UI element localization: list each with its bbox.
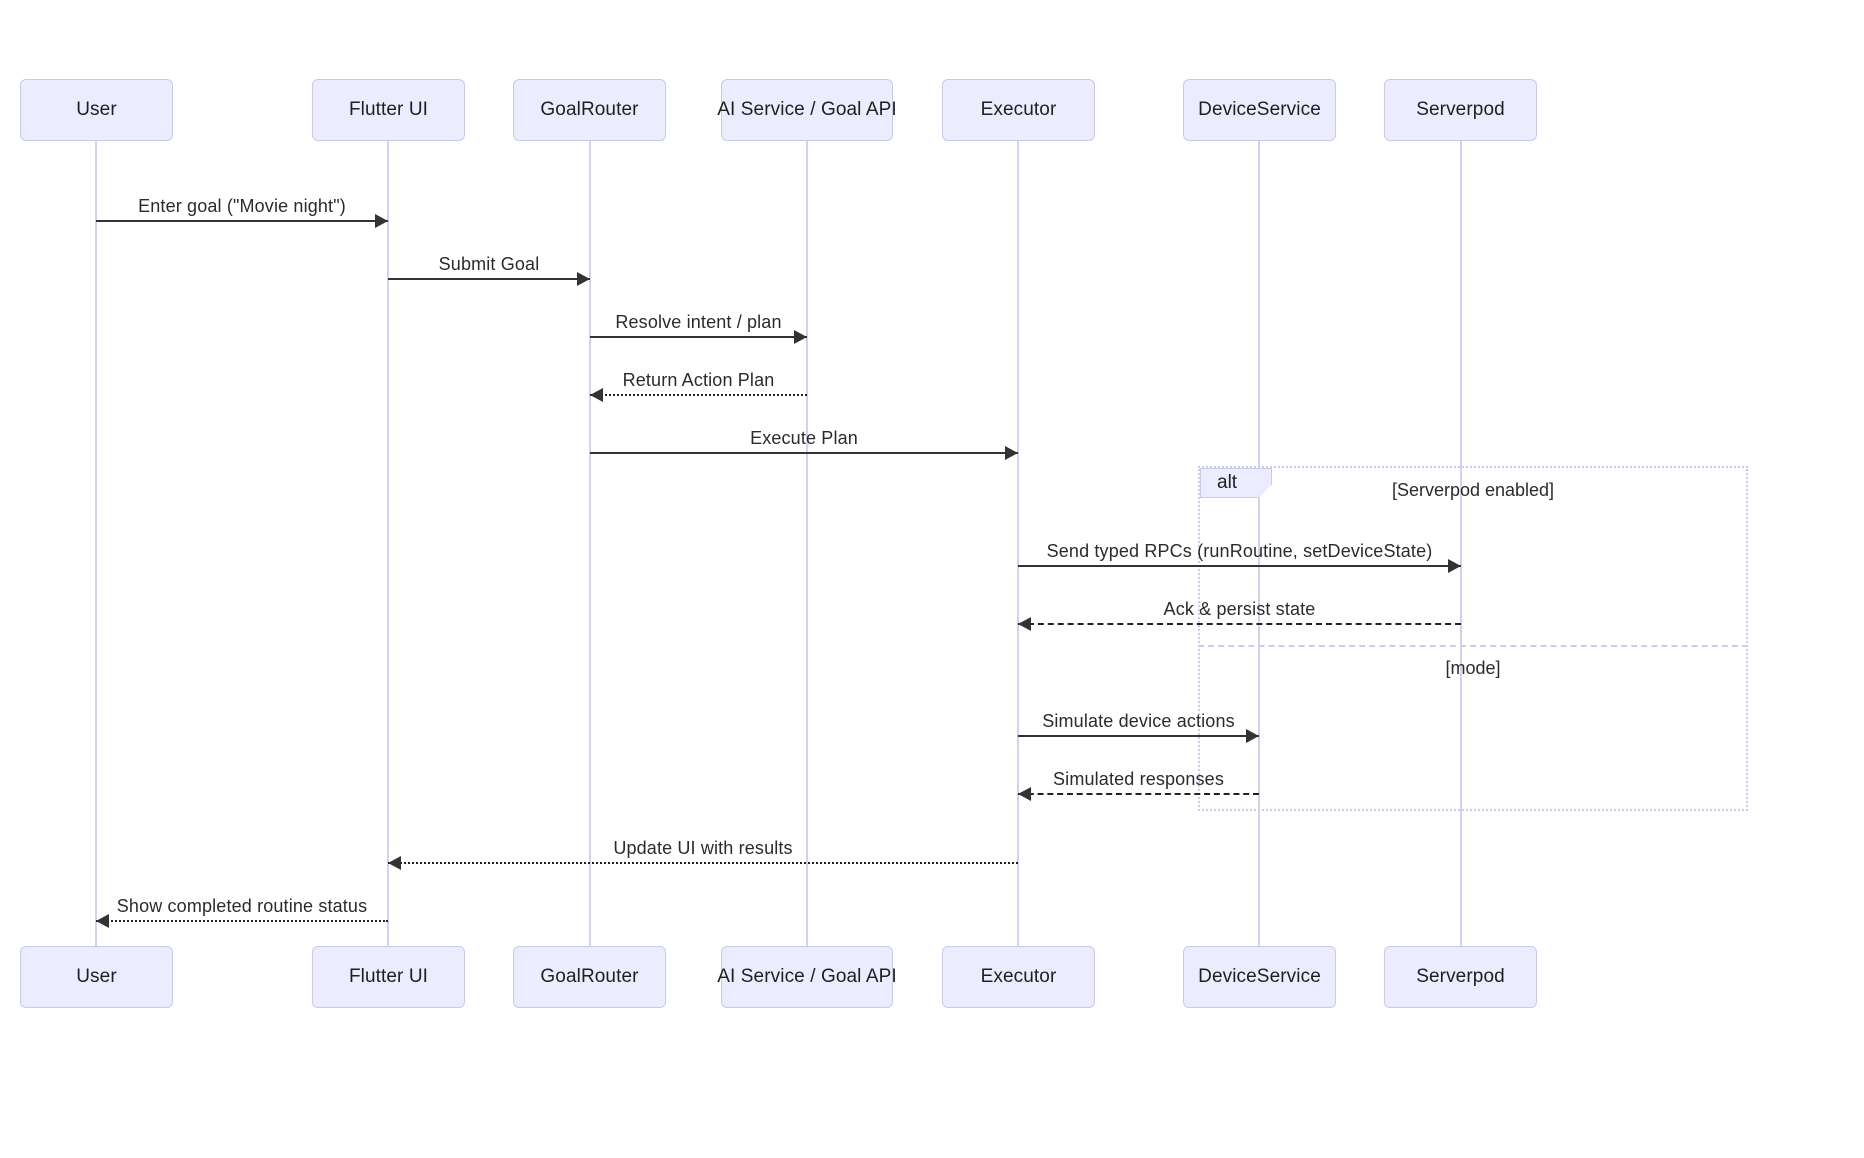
participant-bottom-flutter[interactable]: Flutter UI	[312, 946, 465, 1008]
message-line-m1	[96, 220, 388, 222]
participant-top-ai[interactable]: AI Service / Goal API	[717, 79, 897, 141]
message-line-m8	[1018, 735, 1259, 737]
message-label-m3: Resolve intent / plan	[615, 312, 782, 332]
message-line-m5	[590, 452, 1018, 454]
fragment-kind-label: alt	[1217, 472, 1238, 493]
participant-label-executor: Executor	[980, 966, 1057, 987]
message-label-m10: Update UI with results	[613, 838, 793, 858]
message-label-m11: Show completed routine status	[116, 896, 368, 916]
participant-label-device: DeviceService	[1198, 99, 1321, 120]
participant-bottom-device[interactable]: DeviceService	[1183, 946, 1336, 1008]
lifeline-flutter	[387, 141, 389, 946]
message-label-m2: Submit Goal	[438, 254, 540, 274]
participant-label-user: User	[76, 99, 117, 120]
participant-label-flutter: Flutter UI	[348, 99, 429, 120]
participant-bottom-serverpod[interactable]: Serverpod	[1384, 946, 1537, 1008]
arrow-head-m3	[794, 330, 807, 344]
lifeline-user	[95, 141, 97, 946]
lifeline-serverpod	[1460, 141, 1462, 946]
arrow-head-m11	[96, 914, 109, 928]
message-line-m7	[1018, 623, 1461, 625]
lifeline-router	[589, 141, 591, 946]
message-line-m10	[388, 862, 1018, 864]
participant-label-router: GoalRouter	[540, 99, 639, 120]
arrow-head-m2	[577, 272, 590, 286]
arrow-head-m1	[375, 214, 388, 228]
participant-top-router[interactable]: GoalRouter	[513, 79, 666, 141]
participant-label-ai: AI Service / Goal API	[717, 99, 897, 120]
participant-label-serverpod: Serverpod	[1416, 966, 1505, 987]
message-label-m7: Ack & persist state	[1163, 599, 1316, 619]
message-line-m4	[590, 394, 807, 396]
lifeline-executor	[1017, 141, 1019, 946]
message-line-m6	[1018, 565, 1461, 567]
participant-label-device: DeviceService	[1198, 966, 1321, 987]
arrow-head-m7	[1018, 617, 1031, 631]
arrow-head-m6	[1448, 559, 1461, 573]
participant-label-serverpod: Serverpod	[1416, 99, 1505, 120]
arrow-head-m8	[1246, 729, 1259, 743]
participant-label-executor: Executor	[980, 99, 1057, 120]
message-label-m6: Send typed RPCs (runRoutine, setDeviceSt…	[1046, 541, 1433, 561]
arrow-head-m10	[388, 856, 401, 870]
fragment-condition-2: [mode]	[1445, 658, 1501, 678]
participant-bottom-executor[interactable]: Executor	[942, 946, 1095, 1008]
message-line-m3	[590, 336, 807, 338]
message-line-m11	[96, 920, 388, 922]
participant-top-serverpod[interactable]: Serverpod	[1384, 79, 1537, 141]
arrow-head-m5	[1005, 446, 1018, 460]
fragment-divider-1	[1198, 645, 1748, 647]
message-label-m9: Simulated responses	[1053, 769, 1224, 789]
participant-top-user[interactable]: User	[20, 79, 173, 141]
lifeline-ai	[806, 141, 808, 946]
participant-top-flutter[interactable]: Flutter UI	[312, 79, 465, 141]
message-label-m4: Return Action Plan	[622, 370, 775, 390]
participant-label-router: GoalRouter	[540, 966, 639, 987]
participant-top-device[interactable]: DeviceService	[1183, 79, 1336, 141]
lifeline-device	[1258, 141, 1260, 946]
participant-bottom-router[interactable]: GoalRouter	[513, 946, 666, 1008]
participant-bottom-user[interactable]: User	[20, 946, 173, 1008]
participant-label-flutter: Flutter UI	[348, 966, 429, 987]
arrow-head-m9	[1018, 787, 1031, 801]
message-label-m5: Execute Plan	[750, 428, 858, 448]
fragment-alt	[1198, 466, 1748, 811]
message-label-m1: Enter goal ("Movie night")	[138, 196, 346, 216]
participant-bottom-ai[interactable]: AI Service / Goal API	[717, 946, 897, 1008]
participant-top-executor[interactable]: Executor	[942, 79, 1095, 141]
participant-label-user: User	[76, 966, 117, 987]
arrow-head-m4	[590, 388, 603, 402]
message-line-m9	[1018, 793, 1259, 795]
fragment-label-tab: alt	[1200, 468, 1272, 498]
message-label-m8: Simulate device actions	[1042, 711, 1235, 731]
participant-label-ai: AI Service / Goal API	[717, 966, 897, 987]
fragment-condition-1: [Serverpod enabled]	[1391, 480, 1555, 500]
message-line-m2	[388, 278, 590, 280]
